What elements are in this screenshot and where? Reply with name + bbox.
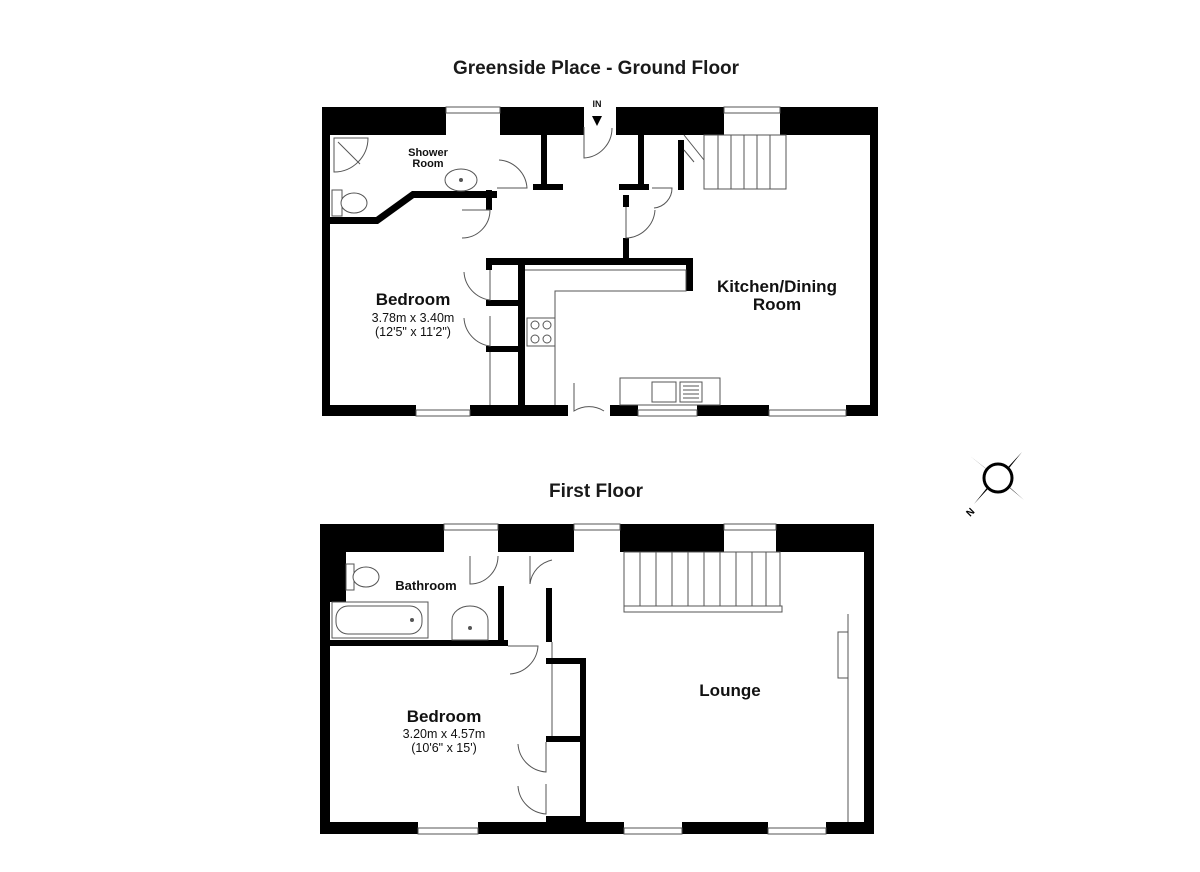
first-floor: First Floor — [320, 481, 874, 835]
kitchen-dining-label-line2: Room — [753, 295, 801, 314]
bathroom-basin — [451, 605, 489, 641]
shower-room-label-line2: Room — [412, 158, 443, 170]
first-floor-fixtures — [331, 551, 849, 822]
compass-icon: N — [964, 452, 1024, 519]
bathroom-label: Bathroom — [395, 578, 456, 593]
ground-floor-labels: Shower Room Bedroom 3.78m x 3.40m (12'5"… — [372, 147, 837, 339]
first-floor-windows — [417, 523, 827, 835]
ground-floor: Greenside Place - Ground Floor — [322, 58, 878, 417]
ground-floor-doors: IN — [461, 99, 673, 412]
first-bedroom-imperial: (10'6" x 15') — [411, 741, 477, 755]
ground-floor-staircase — [683, 134, 787, 190]
ground-bedroom-name: Bedroom — [376, 290, 451, 309]
fireplace — [837, 631, 849, 679]
ground-bedroom-metric: 3.78m x 3.40m — [372, 311, 455, 325]
lounge-label: Lounge — [699, 681, 760, 700]
first-floor-doors — [469, 555, 553, 815]
ground-bedroom-imperial: (12'5" x 11'2") — [375, 325, 451, 339]
first-floor-staircase — [623, 551, 783, 613]
ground-floor-windows — [415, 106, 847, 417]
compass-north-label: N — [964, 506, 977, 519]
first-bedroom-metric: 3.20m x 4.57m — [403, 727, 486, 741]
kitchen-dining-label-line1: Kitchen/Dining — [717, 277, 837, 296]
ground-floor-fixtures — [331, 134, 787, 406]
first-floor-labels: Bathroom Bedroom 3.20m x 4.57m (10'6" x … — [395, 578, 760, 755]
first-floor-walls — [320, 524, 874, 834]
hob — [526, 317, 556, 347]
shower-room-label-line1: Shower — [408, 147, 448, 159]
entry-arrow-icon — [592, 116, 602, 126]
bath — [331, 601, 429, 639]
ground-floor-title: Greenside Place - Ground Floor — [453, 58, 740, 79]
first-bedroom-name: Bedroom — [407, 707, 482, 726]
kitchen-sink — [619, 377, 721, 406]
entry-label: IN — [593, 99, 602, 109]
ground-floor-walls — [322, 107, 878, 416]
first-floor-title: First Floor — [549, 481, 644, 502]
